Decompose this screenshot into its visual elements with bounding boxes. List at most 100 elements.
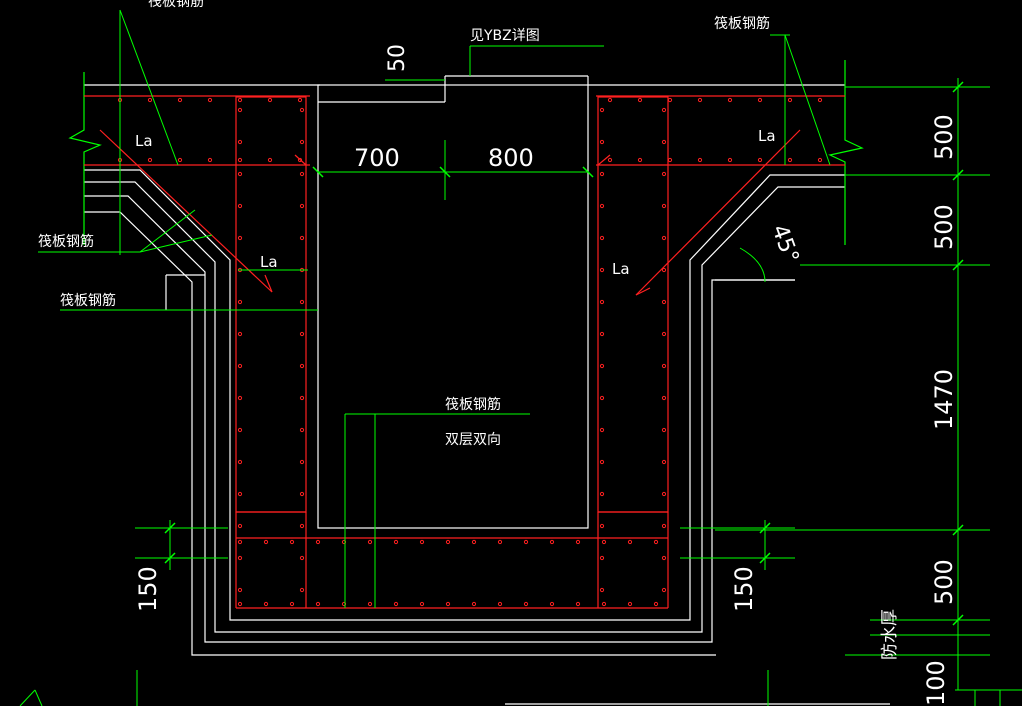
rebar-dot (599, 491, 605, 497)
dim-width-800: 800 (488, 144, 534, 172)
rebar-dot (237, 601, 243, 607)
rebar-dot (661, 171, 667, 177)
rebar-dot (697, 97, 703, 103)
rebar-dot (787, 157, 793, 163)
rebar-dot (661, 587, 667, 593)
rebar-dot (445, 601, 451, 607)
rebar-dot (237, 363, 243, 369)
rebar-dot (727, 97, 733, 103)
rebar-dot (237, 235, 243, 241)
rebar-dot (237, 587, 243, 593)
rebar-dot (661, 459, 667, 465)
rebar-dot (661, 139, 667, 145)
break-symbols (68, 60, 864, 245)
label-raft-center: 筏板钢筋 (445, 396, 501, 413)
rebar-dot (599, 203, 605, 209)
rebar-dot (207, 97, 213, 103)
rebar-dot (599, 331, 605, 337)
rebar-dot (299, 107, 305, 113)
rebar-dot (299, 459, 305, 465)
rebar-dot (757, 157, 763, 163)
rebar-dot (299, 523, 305, 529)
label-waterproof: 防水厚 (880, 609, 900, 660)
rebar-dot (599, 107, 605, 113)
rebar-dot (523, 539, 529, 545)
rebar-dot (787, 97, 793, 103)
rebar-dot (445, 539, 451, 545)
rebar-dot (267, 97, 273, 103)
rebar-dot (237, 539, 243, 545)
label-la-3: La (260, 253, 278, 271)
dim-angle-45: 45° (766, 222, 803, 267)
rebar-dot (497, 539, 503, 545)
rebar-layout (84, 95, 845, 609)
rebar-dot (299, 363, 305, 369)
rebar-dot (599, 363, 605, 369)
rebar-dot (661, 331, 667, 337)
concrete-outline (84, 75, 890, 705)
rebar-dot (263, 539, 269, 545)
rebar-dot (237, 203, 243, 209)
rebar-dot (601, 601, 607, 607)
rebar-dot (147, 157, 153, 163)
rebar-dot (497, 601, 503, 607)
dim-right-500-a: 500 (930, 114, 958, 160)
rebar-dot (237, 97, 243, 103)
rebar-dot (299, 171, 305, 177)
rebar-dot (599, 235, 605, 241)
rebar-dot (299, 331, 305, 337)
rebar-dot (661, 395, 667, 401)
label-la-1: La (135, 132, 153, 150)
rebar-dot (237, 139, 243, 145)
rebar-dot (667, 97, 673, 103)
rebar-dot (549, 601, 555, 607)
rebar-dot (341, 539, 347, 545)
rebar-dot (661, 523, 667, 529)
rebar-dot (237, 299, 243, 305)
rebar-dot (299, 203, 305, 209)
rebar-dot (299, 491, 305, 497)
rebar-dot (299, 555, 305, 561)
rebar-dot (599, 555, 605, 561)
rebar-dot (289, 539, 295, 545)
rebar-dot (367, 539, 373, 545)
rebar-dot (653, 539, 659, 545)
rebar-dot (177, 157, 183, 163)
rebar-dot (599, 587, 605, 593)
labels: 筏板钢筋 筏板钢筋 筏板钢筋 筏板钢筋 筏板钢筋 双层双向 见YBZ详图 La … (38, 0, 900, 660)
rebar-dot (653, 601, 659, 607)
rebar-dot (315, 539, 321, 545)
rebar-dot (599, 523, 605, 529)
rebar-dot (471, 539, 477, 545)
rebar-dot (575, 539, 581, 545)
dimension-lines (19, 9, 1022, 706)
rebar-dot (661, 491, 667, 497)
rebar-dot (299, 427, 305, 433)
rebar-dot (263, 601, 269, 607)
label-la-2: La (758, 127, 776, 145)
rebar-dot (237, 395, 243, 401)
rebar-dot (299, 587, 305, 593)
rebar-dot (299, 395, 305, 401)
rebar-dot (341, 601, 347, 607)
rebar-dot (607, 157, 613, 163)
dim-top-50: 50 (385, 44, 410, 72)
dim-left-150: 150 (134, 566, 162, 612)
rebar-dot (297, 97, 303, 103)
rebar-dot (599, 459, 605, 465)
rebar-dot (267, 157, 273, 163)
rebar-dot (237, 555, 243, 561)
rebar-dot (727, 157, 733, 163)
rebar-dot (237, 491, 243, 497)
rebar-dot (661, 235, 667, 241)
rebar-dot (367, 601, 373, 607)
rebar-dot (661, 427, 667, 433)
rebar-dot (757, 97, 763, 103)
label-raft-left-1: 筏板钢筋 (38, 233, 94, 250)
rebar-dot (637, 97, 643, 103)
rebar-dot (237, 171, 243, 177)
rebar-dot (599, 395, 605, 401)
rebar-dot (393, 601, 399, 607)
dim-width-700: 700 (354, 144, 400, 172)
